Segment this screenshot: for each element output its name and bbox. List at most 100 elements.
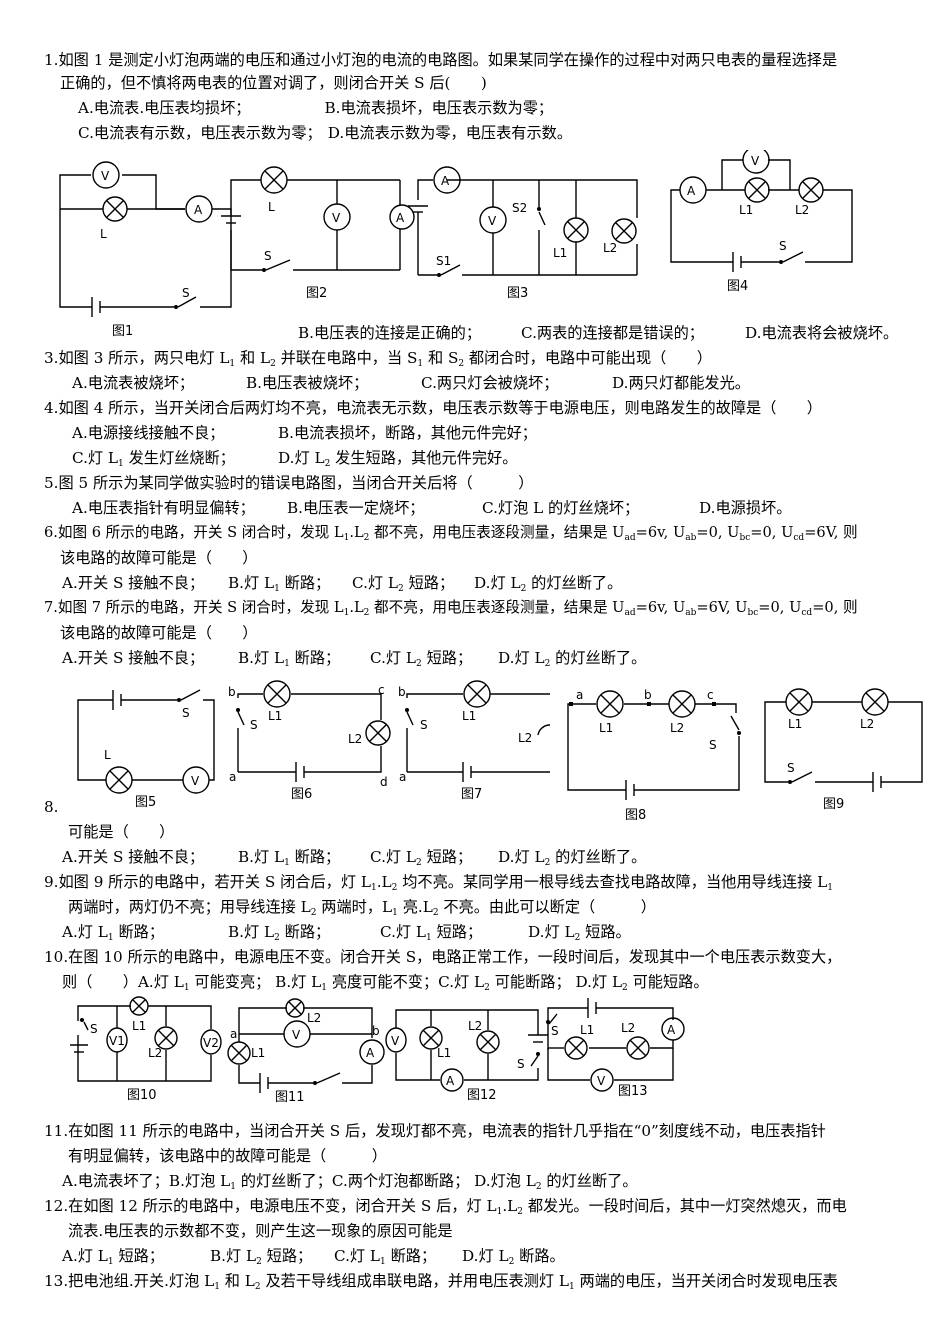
figure-9-caption: 图9 bbox=[823, 797, 844, 812]
ammeter-icon bbox=[389, 204, 415, 230]
q4-option-b: B.电流表损坏，断路，其他元件完好； bbox=[278, 424, 537, 442]
lamp-icon bbox=[154, 1026, 178, 1050]
svg-text:V: V bbox=[751, 154, 760, 168]
q1-option-d: D.电流表示数为零，电压表有示数。 bbox=[327, 124, 573, 142]
svg-text:S2: S2 bbox=[512, 201, 527, 215]
svg-text:L2: L2 bbox=[307, 1011, 321, 1025]
figure-7-caption: 图7 bbox=[461, 787, 482, 802]
q6-option-d: D.灯 L2 的灯丝断了。 bbox=[474, 574, 623, 594]
lamp-icon bbox=[798, 177, 824, 203]
figure-3-caption: 图3 bbox=[507, 286, 528, 301]
q5-option-b: B.电压表一定烧坏； bbox=[287, 499, 425, 517]
voltmeter-icon bbox=[742, 150, 770, 174]
svg-text:S: S bbox=[779, 239, 787, 253]
svg-text:a: a bbox=[229, 770, 236, 784]
q12-option-d: D.灯 L2 断路。 bbox=[462, 1247, 565, 1267]
q2-option-b: B.电压表的连接是正确的； bbox=[298, 324, 482, 342]
voltmeter-icon bbox=[182, 766, 210, 794]
q6-stem-line2: 该电路的故障可能是（ ） bbox=[60, 549, 258, 567]
q7-option-d: D.灯 L2 的灯丝断了。 bbox=[498, 649, 647, 669]
q1-option-cd: C.电流表有示数，电压表示数为零；D.电流表示数为零，电压表有示数。 bbox=[78, 123, 572, 143]
svg-text:S: S bbox=[250, 718, 258, 732]
q13-stem: 13.把电池组.开关.灯泡 L1 和 L2 及若干导线组成串联电路，并用电压表测… bbox=[44, 1272, 838, 1292]
svg-text:L1: L1 bbox=[739, 203, 753, 217]
figure-3-circuit: A V S2 L1 L2 S1 图3 bbox=[408, 166, 638, 301]
figure-1-circuit: V L A S 图1 bbox=[59, 161, 232, 339]
q9-option-a: A.灯 L1 断路； bbox=[62, 923, 165, 943]
figure-5-circuit: V L S 图5 bbox=[77, 689, 215, 810]
q10-stem: 10.在图 10 所示的电路中，电源电压不变。闭合开关 S，电路正常工作，一段时… bbox=[44, 948, 842, 966]
q9-option-b: B.灯 L2 断路； bbox=[228, 923, 331, 943]
q5-option-c: C.灯泡 L 的灯丝烧坏； bbox=[482, 499, 640, 517]
q12-option-a: A.灯 L1 短路； bbox=[62, 1247, 165, 1267]
lamp-icon bbox=[861, 688, 889, 716]
q9-stem-line2: 两端时，两灯仍不亮；用导线连接 L2 两端时，L1 亮.L2 不亮。由此可以断定… bbox=[68, 898, 656, 918]
svg-text:L2: L2 bbox=[348, 732, 362, 746]
q7-option-c: C.灯 L2 短路； bbox=[370, 649, 473, 669]
svg-text:S: S bbox=[264, 249, 272, 263]
lamp-icon bbox=[365, 720, 391, 746]
ammeter-icon bbox=[679, 176, 707, 204]
svg-text:S: S bbox=[90, 1022, 98, 1036]
svg-text:S: S bbox=[551, 1024, 559, 1038]
svg-text:L1: L1 bbox=[132, 1019, 146, 1033]
figure-12-caption: 图12 bbox=[467, 1088, 497, 1103]
q9-stem: 9.如图 9 所示的电路中，若开关 S 闭合后，灯 L1.L2 均不亮。某同学用… bbox=[44, 873, 833, 893]
svg-text:L1: L1 bbox=[268, 709, 282, 723]
svg-text:S: S bbox=[182, 706, 190, 720]
figure-8-circuit: a b c L1 L2 S 图8 bbox=[567, 688, 741, 820]
lamp-icon bbox=[263, 680, 291, 708]
q5-option-a: A.电压表指针有明显偏转； bbox=[72, 499, 255, 517]
q7-stem-line2: 该电路的故障可能是（ ） bbox=[60, 624, 258, 642]
q8-stem-line2: 可能是（ ） bbox=[68, 823, 175, 841]
ammeter-icon bbox=[185, 195, 213, 223]
q12-stem-line2: 流表.电压表的示数都不变，则产生这一现象的原因可能是 bbox=[68, 1222, 453, 1240]
svg-text:L: L bbox=[268, 200, 275, 214]
figure-10-circuit: V1 V2 S L1 L2 图10 bbox=[70, 996, 222, 1103]
lamp-icon bbox=[463, 680, 491, 708]
svg-text:V2: V2 bbox=[203, 1036, 219, 1050]
q8-option-b: B.灯 L1 断路； bbox=[238, 848, 341, 868]
q8-option-a: A.开关 S 接触不良； bbox=[62, 848, 205, 866]
lamp-icon bbox=[285, 998, 305, 1018]
svg-text:b: b bbox=[228, 685, 236, 699]
lamp-icon bbox=[564, 1036, 588, 1060]
q3-option-c: C.两只灯会被烧坏； bbox=[421, 374, 559, 392]
figure-1-caption: 图1 bbox=[112, 324, 133, 339]
svg-text:A: A bbox=[366, 1046, 375, 1060]
svg-text:A: A bbox=[687, 184, 696, 198]
q1-option-a: A.电流表.电压表均损坏； bbox=[78, 99, 251, 117]
lamp-icon bbox=[227, 1041, 251, 1065]
figures-row-1: V L A S 图1 L V A S 图2 bbox=[59, 150, 853, 339]
svg-text:L1: L1 bbox=[462, 709, 476, 723]
lamp-icon bbox=[105, 766, 133, 794]
figure-4-circuit: A V L1 L2 S 图4 bbox=[670, 150, 853, 294]
svg-text:b: b bbox=[372, 1024, 380, 1038]
q1-stem-line1: 1.如图 1 是测定小灯泡两端的电压和通过小灯泡的电流的电路图。如果某同学在操作… bbox=[44, 51, 838, 69]
figure-2-caption: 图2 bbox=[306, 286, 327, 301]
q7-option-b: B.灯 L1 断路； bbox=[238, 649, 341, 669]
q12-stem: 12.在如图 12 所示的电路中，电源电压不变，闭合开关 S 后，灯 L1.L2… bbox=[44, 1197, 847, 1217]
figure-13-circuit: A V S L1 L2 图13 bbox=[546, 998, 685, 1099]
ammeter-icon bbox=[440, 1068, 464, 1092]
figure-8-caption: 图8 bbox=[625, 808, 646, 820]
q6-stem: 6.如图 6 所示的电路，开关 S 闭合时，发现 L1.L2 都不亮，用电压表逐… bbox=[44, 524, 858, 543]
figure-12-circuit: V A L1 L2 S 图12 bbox=[385, 1009, 548, 1103]
voltmeter-icon bbox=[283, 1020, 311, 1048]
svg-text:S: S bbox=[787, 761, 795, 775]
svg-text:L1: L1 bbox=[251, 1046, 265, 1060]
q5-stem: 5.图 5 所示为某同学做实验时的错误电路图，当闭合开关后将（ ） bbox=[44, 474, 534, 492]
q4-option-d: D.灯 L2 发生短路，其他元件完好。 bbox=[278, 449, 518, 469]
q10-stem-options: 则（ ）A.灯 L1 可能变亮； B.灯 L1 亮度可能不变；C.灯 L2 可能… bbox=[62, 973, 709, 993]
svg-text:L2: L2 bbox=[518, 731, 532, 745]
svg-text:L2: L2 bbox=[603, 241, 617, 255]
q8-number: 8. bbox=[44, 798, 59, 816]
svg-text:S: S bbox=[709, 738, 717, 752]
svg-text:L1: L1 bbox=[553, 246, 567, 260]
svg-text:c: c bbox=[707, 688, 714, 702]
q8-option-d: D.灯 L2 的灯丝断了。 bbox=[498, 848, 647, 868]
lamp-icon bbox=[419, 1026, 443, 1050]
svg-text:V: V bbox=[332, 211, 341, 225]
svg-text:b: b bbox=[398, 685, 406, 699]
q7-option-a: A.开关 S 接触不良； bbox=[62, 649, 205, 667]
